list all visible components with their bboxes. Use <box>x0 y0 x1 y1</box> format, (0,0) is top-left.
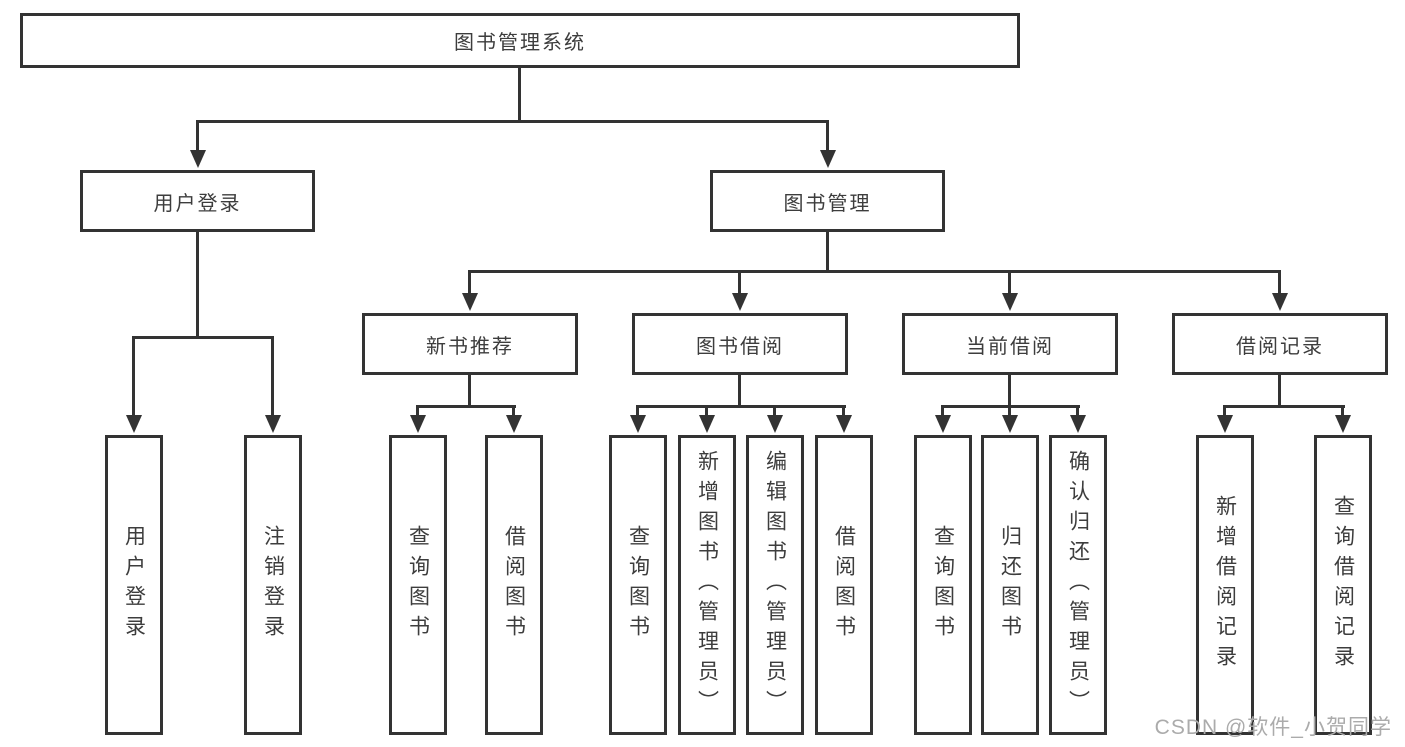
connector-stem <box>1008 375 1011 405</box>
connector-stem <box>1278 375 1281 405</box>
arrow-down-icon <box>1335 415 1351 433</box>
node-label: 归还图书 <box>998 525 1022 645</box>
node-return-books: 归还图书 <box>981 435 1039 735</box>
node-new-book-recommend: 新书推荐 <box>362 313 578 375</box>
arrow-down-icon <box>506 415 522 433</box>
connector-drop <box>132 336 135 416</box>
arrow-down-icon <box>1217 415 1233 433</box>
node-query-books-1: 查询图书 <box>389 435 447 735</box>
node-label: 当前借阅 <box>966 335 1054 358</box>
connector-stem <box>738 375 741 405</box>
node-logout: 注销登录 <box>244 435 302 735</box>
connector-drop <box>416 405 419 417</box>
connector-drop <box>1223 405 1226 417</box>
connector-root-stem <box>518 68 521 120</box>
connector-drop <box>271 336 274 416</box>
arrow-down-icon <box>462 293 478 311</box>
arrow-down-icon <box>1070 415 1086 433</box>
connector-bookmgmt-bar <box>468 270 1281 273</box>
node-label: 用户登录 <box>122 525 146 645</box>
node-label: 借阅图书 <box>832 525 856 645</box>
connector-drop <box>512 405 515 417</box>
connector-root-bar <box>196 120 829 123</box>
connector-drop <box>826 120 829 152</box>
node-label: 新增借阅记录 <box>1213 495 1237 675</box>
node-label: 用户登录 <box>153 192 242 215</box>
connector-drop <box>773 405 776 417</box>
csdn-watermark: CSDN @软件_小贺同学 <box>1154 716 1392 739</box>
connector-drop <box>1008 270 1011 295</box>
connector-drop <box>1008 405 1011 417</box>
arrow-down-icon <box>630 415 646 433</box>
node-label: 图书借阅 <box>696 335 784 358</box>
node-label: 新增图书（管理员） <box>695 450 719 720</box>
connector-drop <box>842 405 845 417</box>
connector-bar <box>636 405 846 408</box>
arrow-down-icon <box>836 415 852 433</box>
node-label: 借阅图书 <box>502 525 526 645</box>
connector-drop <box>1076 405 1079 417</box>
node-label: 图书管理系统 <box>454 32 586 54</box>
node-label: 查询图书 <box>626 525 650 645</box>
connector-userlogin-stem <box>196 232 199 336</box>
arrow-down-icon <box>1272 293 1288 311</box>
arrow-down-icon <box>1002 293 1018 311</box>
node-label: 图书管理 <box>783 192 872 215</box>
node-label: 查询借阅记录 <box>1331 495 1355 675</box>
node-label: 确认归还（管理员） <box>1066 450 1090 720</box>
connector-drop <box>738 270 741 295</box>
node-label: 借阅记录 <box>1236 335 1324 358</box>
node-book-borrowing: 图书借阅 <box>632 313 848 375</box>
connector-drop <box>705 405 708 417</box>
connector-bar <box>416 405 516 408</box>
connector-bookmgmt-stem <box>826 232 829 270</box>
connector-userlogin-bar <box>132 336 274 339</box>
node-current-borrowing: 当前借阅 <box>902 313 1118 375</box>
node-borrow-books-2: 借阅图书 <box>815 435 873 735</box>
node-label: 注销登录 <box>261 525 285 645</box>
arrow-down-icon <box>265 415 281 433</box>
connector-drop <box>196 120 199 152</box>
node-label: 查询图书 <box>406 525 430 645</box>
node-query-books-2: 查询图书 <box>609 435 667 735</box>
node-user-login: 用户登录 <box>80 170 315 232</box>
node-label: 编辑图书（管理员） <box>763 450 787 720</box>
arrow-down-icon <box>699 415 715 433</box>
connector-stem <box>468 375 471 405</box>
connector-drop <box>468 270 471 295</box>
node-library-system: 图书管理系统 <box>20 13 1020 68</box>
connector-drop <box>941 405 944 417</box>
node-label: 新书推荐 <box>426 335 514 358</box>
arrow-down-icon <box>410 415 426 433</box>
arrow-down-icon <box>1002 415 1018 433</box>
node-query-borrow-record: 查询借阅记录 <box>1314 435 1372 735</box>
connector-bar <box>1223 405 1345 408</box>
node-add-books-admin: 新增图书（管理员） <box>678 435 736 735</box>
node-add-borrow-record: 新增借阅记录 <box>1196 435 1254 735</box>
node-borrowing-records: 借阅记录 <box>1172 313 1388 375</box>
node-confirm-return-admin: 确认归还（管理员） <box>1049 435 1107 735</box>
arrow-down-icon <box>820 150 836 168</box>
connector-drop <box>636 405 639 417</box>
arrow-down-icon <box>767 415 783 433</box>
arrow-down-icon <box>732 293 748 311</box>
arrow-down-icon <box>935 415 951 433</box>
node-borrow-books-1: 借阅图书 <box>485 435 543 735</box>
arrow-down-icon <box>126 415 142 433</box>
node-user-login-leaf: 用户登录 <box>105 435 163 735</box>
node-label: 查询图书 <box>931 525 955 645</box>
connector-drop <box>1278 270 1281 295</box>
node-edit-books-admin: 编辑图书（管理员） <box>746 435 804 735</box>
arrow-down-icon <box>190 150 206 168</box>
node-query-books-3: 查询图书 <box>914 435 972 735</box>
connector-drop <box>1341 405 1344 417</box>
node-book-management: 图书管理 <box>710 170 945 232</box>
